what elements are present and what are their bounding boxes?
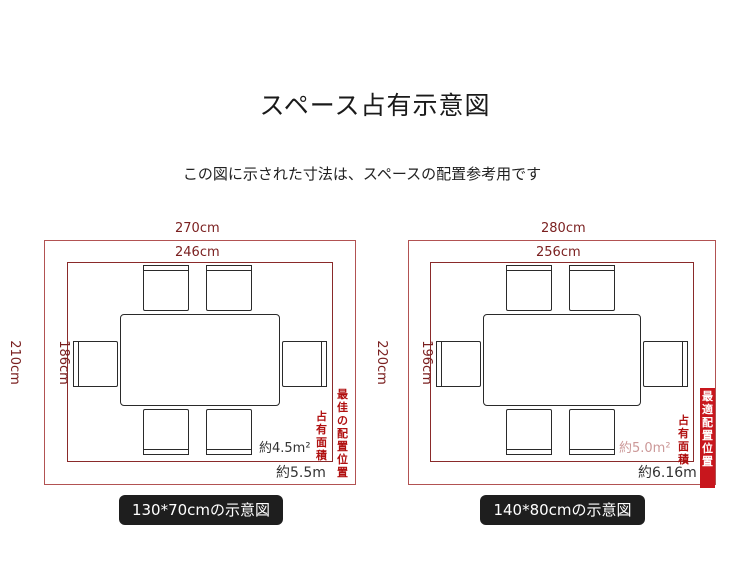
best-position-badge: 最適配置位置 (700, 388, 715, 488)
chair-bottom-right (569, 409, 615, 455)
dining-table (120, 314, 280, 406)
inner-area-value: 約5.0m² (619, 441, 671, 456)
outer-height-label: 210cm (6, 340, 22, 385)
page-title: スペース占有示意図 (259, 91, 491, 120)
dining-table (483, 314, 641, 406)
outer-width-label: 280cm (541, 221, 586, 236)
outer-height-label: 220cm (373, 340, 389, 385)
chair-left (73, 341, 118, 387)
chair-bottom-left (143, 409, 189, 455)
outer-area-value: 約6.16m (638, 465, 697, 481)
inner-width-label: 256cm (536, 245, 581, 260)
outer-width-label: 270cm (175, 221, 220, 236)
chair-top-right (206, 265, 252, 311)
inner-height-label: 186cm (55, 340, 71, 385)
outer-area-rect (44, 240, 356, 485)
chair-right (643, 341, 688, 387)
best-position-label: 最佳の配置位置 (337, 388, 348, 479)
chair-bottom-left (506, 409, 552, 455)
chair-right (282, 341, 327, 387)
caption-pill: 140*80cmの示意図 (480, 495, 645, 525)
caption-pill: 130*70cmの示意図 (119, 495, 283, 525)
inner-height-label: 196cm (418, 340, 434, 385)
occupied-area-label: 占有面積 (316, 410, 327, 462)
chair-top-left (143, 265, 189, 311)
inner-area-value: 約4.5m² (259, 441, 311, 456)
inner-area-rect (430, 262, 694, 462)
chair-bottom-right (206, 409, 252, 455)
occupied-area-label: 占有面積 (678, 414, 689, 466)
inner-area-rect (67, 262, 333, 462)
chair-top-left (506, 265, 552, 311)
best-position-label: 最適配置位置 (702, 390, 713, 468)
chair-top-right (569, 265, 615, 311)
outer-area-value: 約5.5m (276, 465, 326, 481)
chair-left (436, 341, 481, 387)
outer-area-rect (408, 240, 716, 485)
page-subtitle: この図に示された寸法は、スペースの配置参考用です (182, 165, 542, 183)
inner-width-label: 246cm (175, 245, 220, 260)
